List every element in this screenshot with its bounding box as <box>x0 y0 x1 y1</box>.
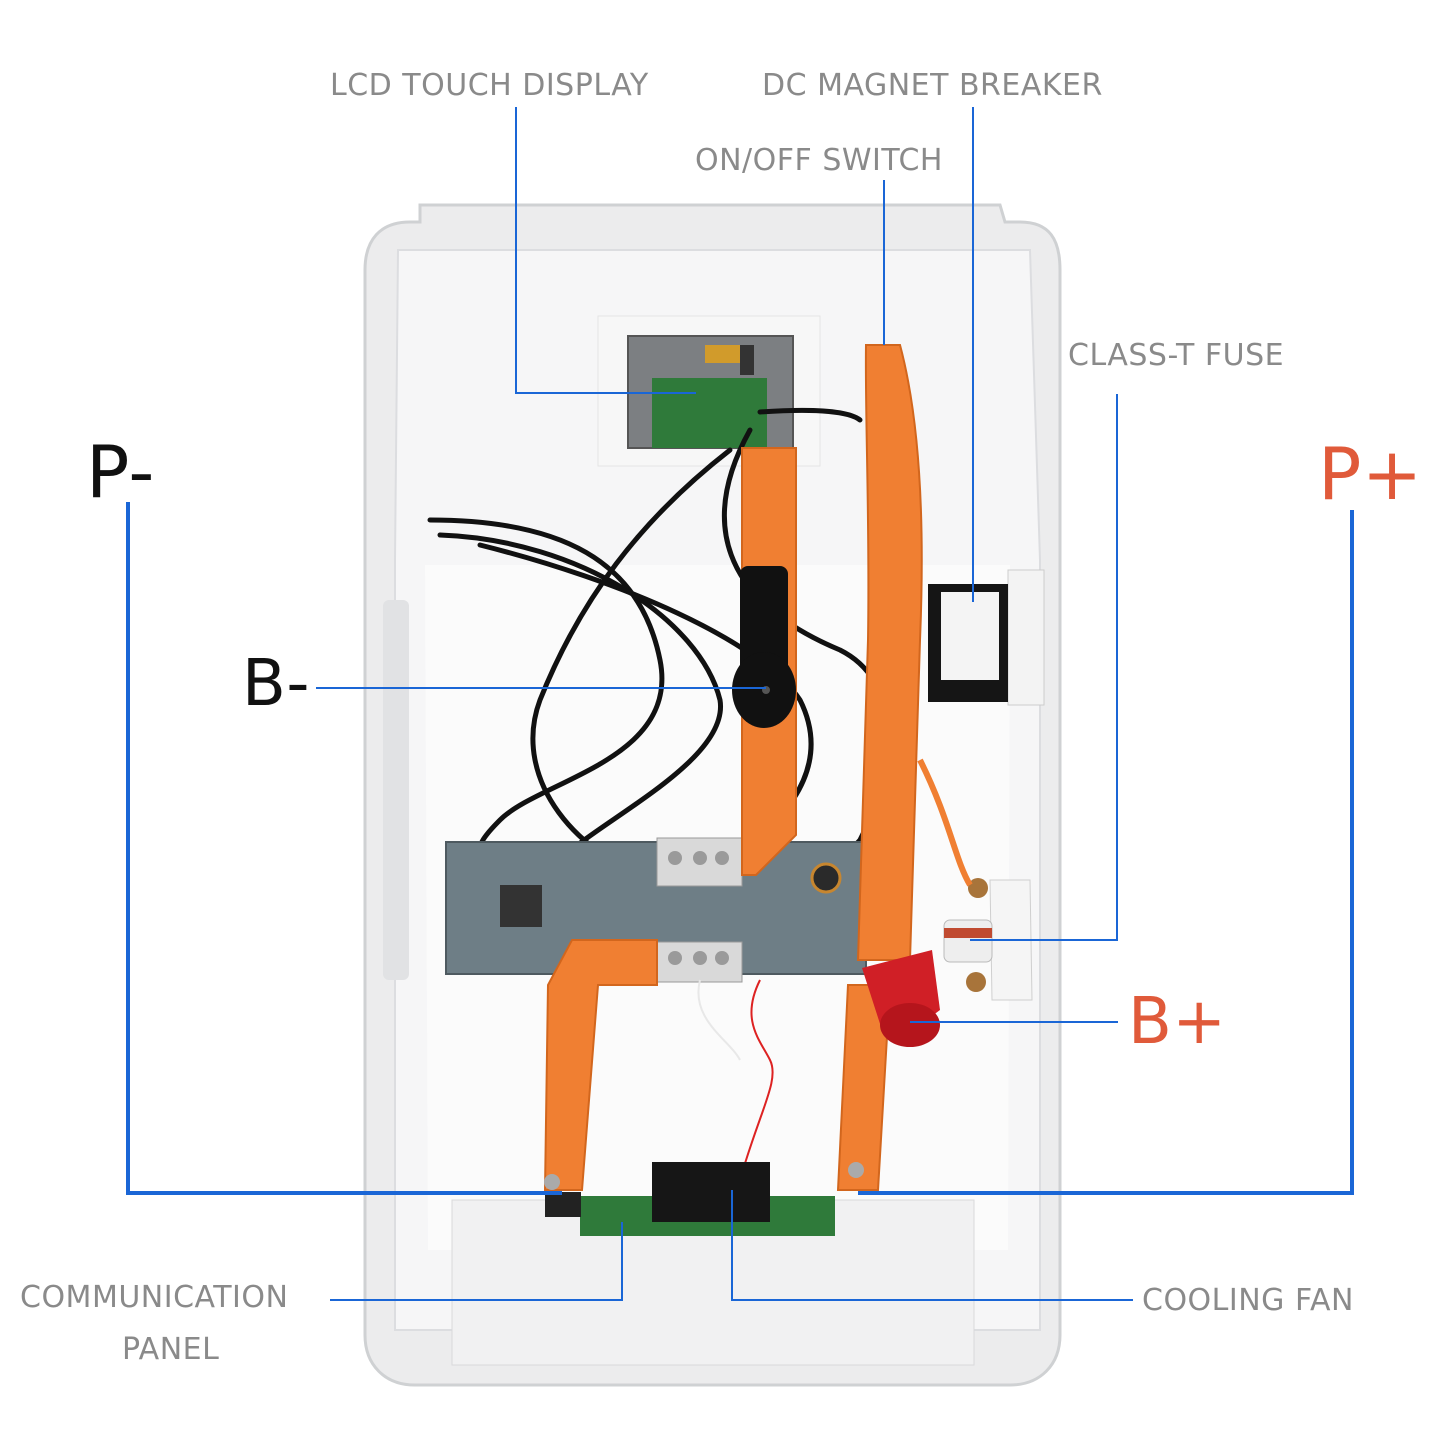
vent-holes <box>383 600 409 980</box>
label-panel: PANEL <box>122 1332 220 1367</box>
b-minus-boot <box>732 566 796 728</box>
lcd-ribbon <box>740 345 754 375</box>
label-on-off-switch: ON/OFF SWITCH <box>695 143 943 178</box>
label-b-plus: B+ <box>1128 985 1227 1059</box>
label-lcd-touch-display: LCD TOUCH DISPLAY <box>330 68 649 103</box>
label-p-plus: P+ <box>1318 432 1423 516</box>
bms-inductor <box>810 862 842 894</box>
b-plus-boot <box>862 950 940 1047</box>
callout-p-minus <box>126 502 562 1195</box>
cooling-fan-body <box>652 1162 770 1222</box>
callout-p-plus <box>858 510 1354 1195</box>
label-cooling-fan: COOLING FAN <box>1142 1283 1354 1318</box>
label-p-minus: P- <box>86 430 155 514</box>
callout-fuse <box>970 394 1118 941</box>
label-b-minus: B- <box>242 647 310 721</box>
label-dc-magnet-breaker: DC MAGNET BREAKER <box>762 68 1103 103</box>
callout-lcd <box>515 107 696 394</box>
callout-comm <box>330 1222 623 1301</box>
bms-qr-code <box>500 885 542 927</box>
lcd-connector <box>705 345 750 363</box>
dc-breaker-body <box>928 569 1045 706</box>
label-class-t-fuse: CLASS-T FUSE <box>1068 338 1285 373</box>
label-communication: COMMUNICATION <box>20 1280 289 1315</box>
callout-fan <box>731 1190 1133 1301</box>
